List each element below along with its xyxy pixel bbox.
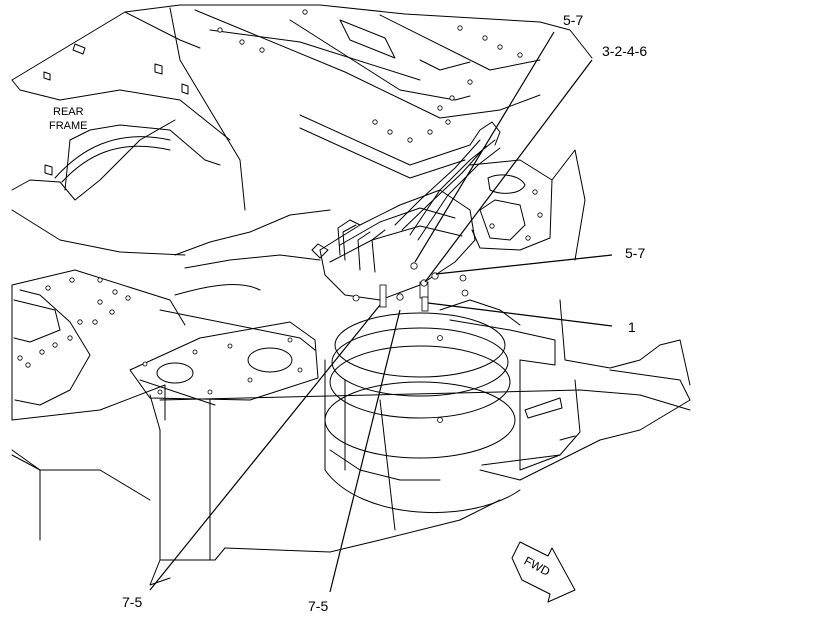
frame-label-line2: FRAME — [49, 120, 88, 132]
turntable — [324, 312, 521, 531]
rear-frame-holes — [17, 277, 131, 368]
fittings — [352, 262, 469, 312]
callout-1: 1 — [628, 319, 636, 335]
callout-3-2-4-6: 3-2-4-6 — [602, 43, 647, 59]
top-plate-holes — [217, 9, 523, 143]
forward-arrow: FWD — [511, 541, 576, 603]
top-plate — [11, 4, 593, 211]
callout-5-7-top: 5-7 — [563, 12, 583, 28]
chassis — [11, 339, 691, 586]
callout-7-5-left: 7-5 — [122, 594, 142, 610]
lower-plate — [129, 321, 319, 401]
right-mount — [439, 149, 691, 481]
callout-7-5-center: 7-5 — [308, 598, 328, 614]
fwd-label: FWD — [522, 554, 553, 579]
callout-5-7-right: 5-7 — [625, 245, 645, 261]
leader-lines — [149, 31, 613, 593]
valve-assembly — [311, 121, 501, 312]
rear-frame — [11, 119, 331, 501]
frame-label-line1: REAR — [53, 106, 84, 118]
